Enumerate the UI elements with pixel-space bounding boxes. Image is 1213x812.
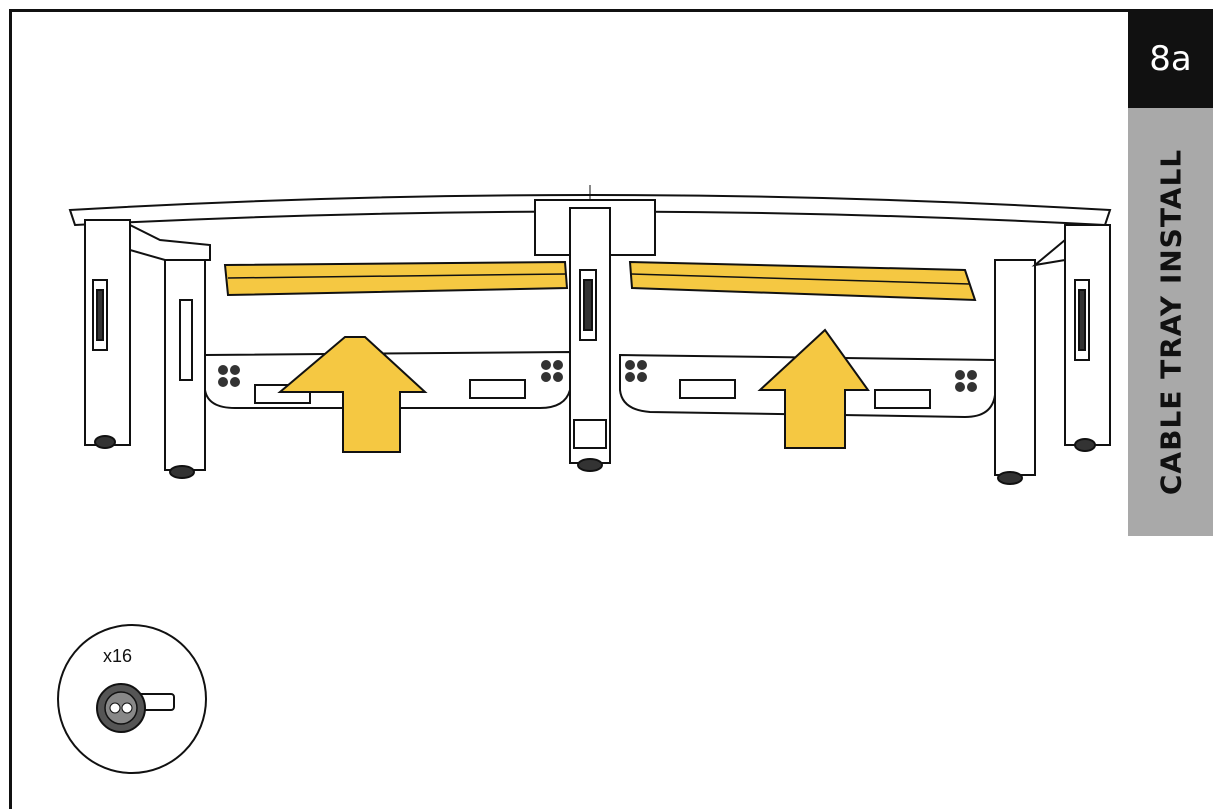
cable-tray-right bbox=[628, 260, 977, 302]
section-tab: CABLE TRAY INSTALL bbox=[1128, 108, 1213, 536]
page-frame bbox=[9, 9, 1128, 809]
right-leg bbox=[994, 224, 1111, 485]
step-number-label: 8a bbox=[1149, 38, 1192, 79]
left-leg bbox=[84, 219, 211, 479]
thumb-screw-icon bbox=[96, 683, 175, 733]
hardware-quantity: x16 bbox=[103, 646, 133, 666]
cable-tray-left bbox=[223, 260, 569, 297]
step-number: 8a bbox=[1128, 9, 1213, 108]
up-arrow-left bbox=[277, 336, 428, 453]
center-leg bbox=[534, 199, 656, 472]
section-title: CABLE TRAY INSTALL bbox=[1154, 148, 1187, 496]
desk-assembly-illustration bbox=[68, 185, 1112, 485]
up-arrow-right bbox=[757, 328, 870, 449]
hardware-callout: x16 bbox=[57, 624, 207, 774]
